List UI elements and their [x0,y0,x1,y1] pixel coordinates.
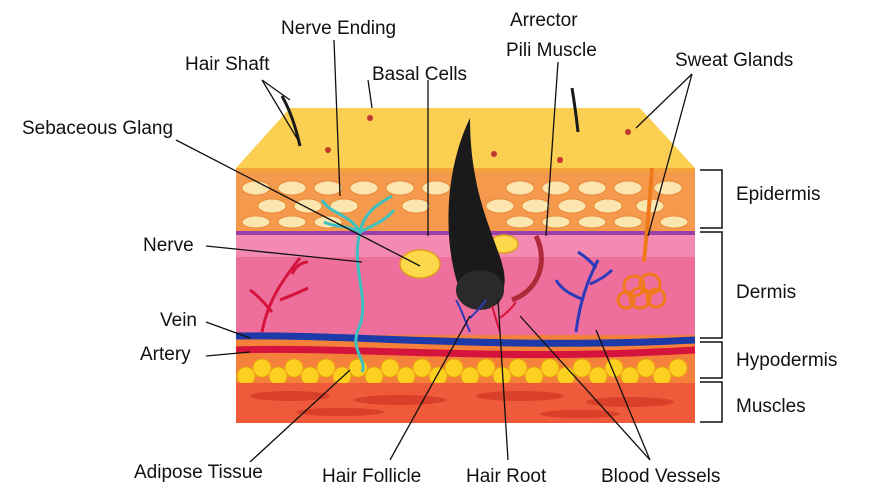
label-artery: Artery [140,344,191,366]
label-sebaceous-gland: Sebaceous Glang [22,118,173,140]
label-nerve: Nerve [143,235,194,257]
label-basal-cells: Basal Cells [372,64,467,86]
label-nerve-ending: Nerve Ending [281,18,396,40]
label-vein: Vein [160,310,197,332]
layer-brackets [700,170,722,422]
hair-bulb [456,270,504,310]
label-blood-vessels: Blood Vessels [601,466,720,488]
label-hair-follicle: Hair Follicle [322,466,421,488]
label-muscles: Muscles [736,396,806,418]
label-arrector-line1: Arrector [510,10,578,32]
label-epidermis: Epidermis [736,184,820,206]
label-hypodermis: Hypodermis [736,350,837,372]
label-hair-root: Hair Root [466,466,546,488]
label-arrector-line2: Pili Muscle [506,40,597,62]
label-hair-shaft: Hair Shaft [185,54,269,76]
label-adipose-tissue: Adipose Tissue [134,462,263,484]
sebaceous-gland [400,250,440,278]
label-sweat-glands: Sweat Glands [675,50,793,72]
label-dermis: Dermis [736,282,796,304]
